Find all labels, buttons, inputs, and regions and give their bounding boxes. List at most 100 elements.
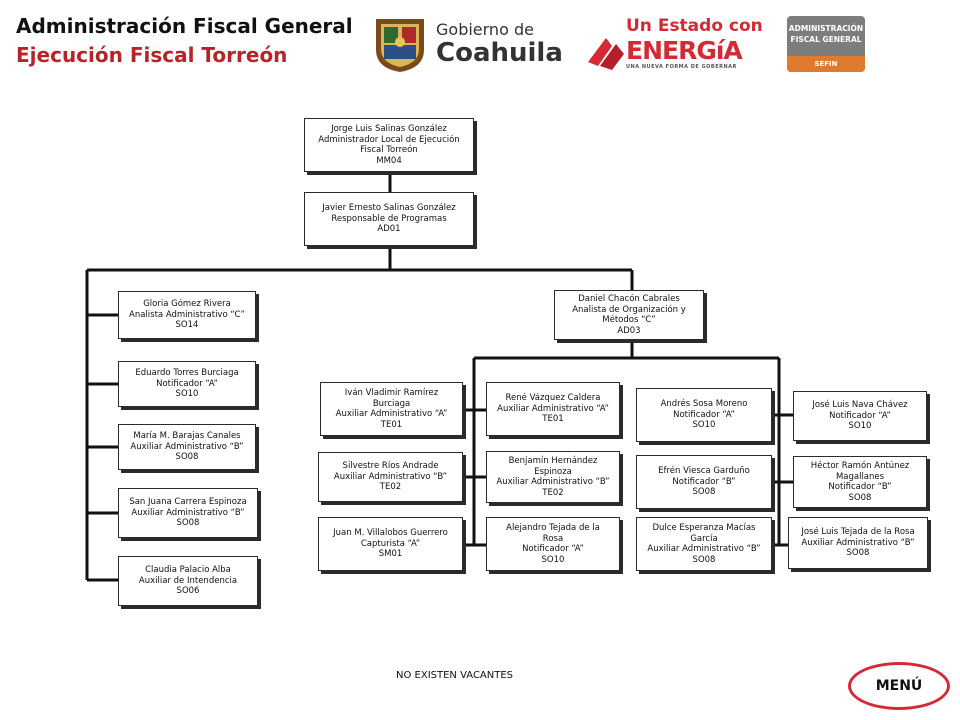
org-box-role: Métodos “C” bbox=[602, 315, 656, 325]
org-box-code: SO06 bbox=[176, 586, 200, 597]
org-box-code: MM04 bbox=[376, 155, 402, 166]
energia-logo-line2: ENERGíA bbox=[626, 36, 743, 65]
org-box-role: Notificador “A” bbox=[522, 544, 584, 554]
org-box-name: Rosa bbox=[542, 533, 564, 544]
org-box-name: Iván Vladimir Ramírez bbox=[344, 388, 439, 398]
energia-logo-tagline: UNA NUEVA FORMA DE GOBERNAR bbox=[626, 64, 737, 70]
coahuila-shield-logo bbox=[376, 19, 424, 72]
org-box-auxiliar-dulce: Dulce Esperanza Macías García Auxiliar A… bbox=[636, 517, 772, 571]
org-box-role: Auxiliar Administrativo “B” bbox=[131, 507, 245, 518]
org-box-name: San Juana Carrera Espinoza bbox=[129, 497, 247, 508]
org-box-auxiliar-ivan: Iván Vladimir Ramírez Burciaga Auxiliar … bbox=[320, 382, 463, 436]
org-box-code: TE01 bbox=[542, 414, 564, 425]
org-box-role: Notificador “A” bbox=[829, 410, 891, 421]
org-box-code: SO08 bbox=[176, 518, 200, 529]
org-box-code: SO08 bbox=[848, 492, 872, 503]
org-box-code: AD01 bbox=[377, 224, 401, 235]
org-box-auxiliar-benjamin: Benjamín Hernández Espinoza Auxiliar Adm… bbox=[486, 451, 620, 503]
org-box-auxiliar-silvestre: Silvestre Ríos Andrade Auxiliar Administ… bbox=[318, 452, 463, 502]
org-box-auxiliar-maria: María M. Barajas Canales Auxiliar Admini… bbox=[118, 424, 256, 470]
gobierno-logo-line2: Coahuila bbox=[436, 38, 563, 68]
afg-logo-line1: ADMINISTRACIÓN bbox=[788, 24, 864, 33]
org-box-role: Auxiliar Administrativo “B” bbox=[496, 477, 610, 487]
org-box-notificador-efren: Efrén Viesca Garduño Notificador “B” SO0… bbox=[636, 455, 772, 509]
org-box-name: Benjamín Hernández bbox=[508, 456, 598, 466]
org-box-name: Gloria Gómez Rivera bbox=[143, 299, 231, 310]
menu-button[interactable]: MENÚ bbox=[848, 662, 950, 710]
org-box-capturista-juan: Juan M. Villalobos Guerrero Capturista “… bbox=[318, 517, 463, 571]
org-box-role: Analista Administrativo “C” bbox=[129, 309, 245, 320]
page-subtitle: Ejecución Fiscal Torreón bbox=[16, 43, 288, 67]
org-box-role: Notificador “A” bbox=[673, 409, 735, 420]
page-title: Administración Fiscal General bbox=[16, 14, 353, 38]
org-box-role: Notificador “B” bbox=[672, 476, 736, 487]
vacancies-note: NO EXISTEN VACANTES bbox=[396, 670, 514, 681]
org-box-auxiliar-rene: René Vázquez Caldera Auxiliar Administra… bbox=[486, 382, 620, 436]
gobierno-logo-line1: Gobierno de bbox=[436, 20, 534, 39]
org-box-name: Juan M. Villalobos Guerrero bbox=[333, 528, 448, 539]
gobierno-coahuila-logo: Gobierno de Coahuila bbox=[436, 20, 566, 72]
org-box-name: René Vázquez Caldera bbox=[505, 393, 601, 404]
org-box-code: TE01 bbox=[380, 419, 403, 430]
org-box-notificador-eduardo: Eduardo Torres Burciaga Notificador “A” … bbox=[118, 361, 256, 407]
org-box-code: SO10 bbox=[692, 420, 716, 431]
org-box-administrador: Jorge Luis Salinas González Administrado… bbox=[304, 118, 474, 172]
org-box-intendencia-claudia: Claudia Palacio Alba Auxiliar de Intende… bbox=[118, 556, 258, 606]
org-box-name: Dulce Esperanza Macías bbox=[652, 523, 756, 533]
org-box-auxiliar-joseluistejada: José Luis Tejada de la Rosa Auxiliar Adm… bbox=[788, 517, 928, 569]
org-box-role: Auxiliar Administrativo “B” bbox=[333, 471, 448, 482]
org-box-analista-administrativo: Gloria Gómez Rivera Analista Administrat… bbox=[118, 291, 256, 339]
org-box-role: Auxiliar Administrativo “A” bbox=[335, 409, 448, 419]
org-box-name: Espinoza bbox=[534, 466, 572, 477]
afg-sefin-logo: ADMINISTRACIÓN FISCAL GENERAL SEFIN bbox=[787, 16, 865, 72]
org-box-name: Eduardo Torres Burciaga bbox=[135, 368, 239, 379]
org-box-role: Notificador “A” bbox=[156, 378, 218, 389]
energia-logo: Un Estado con ENERGíA UNA NUEVA FORMA DE… bbox=[586, 16, 766, 76]
org-box-name: María M. Barajas Canales bbox=[133, 431, 241, 442]
org-box-code: SO10 bbox=[848, 421, 872, 432]
energia-flag-icon bbox=[588, 38, 624, 70]
org-box-name: Daniel Chacón Cabrales bbox=[578, 294, 680, 304]
org-box-role: Administrador Local de Ejecución bbox=[318, 134, 460, 145]
org-box-code: SO08 bbox=[846, 548, 870, 559]
org-box-notificador-joseluisnava: José Luis Nava Chávez Notificador “A” SO… bbox=[793, 391, 927, 441]
org-box-role: Responsable de Programas bbox=[331, 213, 447, 224]
org-box-role: Auxiliar de Intendencia bbox=[138, 575, 238, 586]
org-box-role: Auxiliar Administrativo “B” bbox=[130, 441, 244, 452]
org-box-name: Alejandro Tejada de la bbox=[506, 523, 600, 533]
org-box-code: SO08 bbox=[692, 554, 716, 565]
org-box-analista-organizacion: Daniel Chacón Cabrales Analista de Organ… bbox=[554, 290, 704, 340]
org-box-role: Capturista “A” bbox=[360, 538, 421, 549]
org-box-name: José Luis Nava Chávez bbox=[812, 400, 908, 411]
org-box-name: Héctor Ramón Antúnez bbox=[810, 461, 910, 471]
org-box-name: Javier Ernesto Salinas González bbox=[322, 203, 456, 214]
org-box-code: TE02 bbox=[379, 482, 402, 493]
org-box-code: SO08 bbox=[692, 487, 716, 498]
menu-button-label: MENÚ bbox=[875, 678, 923, 694]
org-box-role: Auxiliar Administrativo “A” bbox=[497, 403, 609, 414]
org-box-role: Notificador “B” bbox=[828, 482, 892, 492]
org-box-code: TE02 bbox=[542, 487, 564, 498]
org-box-name: Jorge Luis Salinas González bbox=[331, 124, 447, 134]
org-box-responsable-programas: Javier Ernesto Salinas González Responsa… bbox=[304, 192, 474, 246]
org-box-role: Analista de Organización y bbox=[572, 304, 686, 315]
afg-logo-line2: FISCAL GENERAL bbox=[790, 35, 862, 44]
org-box-notificador-alejandro: Alejandro Tejada de la Rosa Notificador … bbox=[486, 517, 620, 571]
org-box-code: SO14 bbox=[175, 320, 199, 331]
org-box-code: SO10 bbox=[175, 389, 199, 400]
org-box-role: Auxiliar Administrativo “B” bbox=[801, 537, 915, 548]
org-box-role: Auxiliar Administrativo “B” bbox=[647, 544, 761, 554]
org-box-notificador-hector: Héctor Ramón Antúnez Magallanes Notifica… bbox=[793, 456, 927, 508]
org-box-code: SM01 bbox=[378, 549, 403, 560]
org-box-name: José Luis Tejada de la Rosa bbox=[801, 527, 915, 538]
org-box-notificador-andres: Andrés Sosa Moreno Notificador “A” SO10 bbox=[636, 388, 772, 442]
org-box-code: AD03 bbox=[617, 325, 641, 336]
afg-logo-line3: SEFIN bbox=[787, 56, 865, 72]
org-box-code: SO10 bbox=[541, 554, 565, 565]
org-box-code: SO08 bbox=[175, 452, 199, 463]
org-box-name: Andrés Sosa Moreno bbox=[660, 399, 748, 410]
org-box-role: Fiscal Torreón bbox=[360, 145, 418, 155]
org-box-name: Efrén Viesca Garduño bbox=[658, 466, 750, 477]
org-box-name: García bbox=[690, 533, 718, 544]
